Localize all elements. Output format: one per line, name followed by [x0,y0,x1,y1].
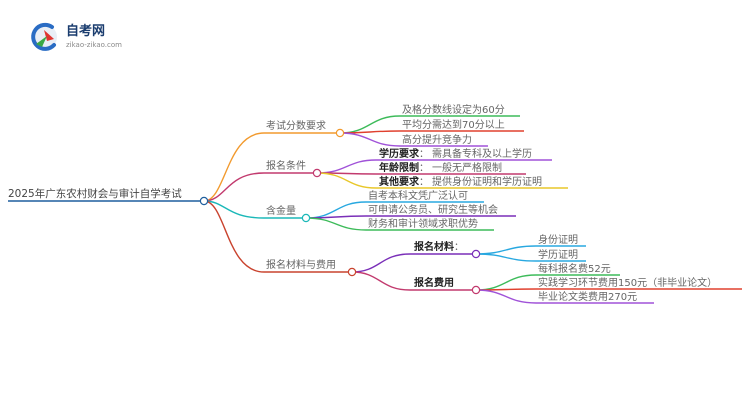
edge-materials-fees [351,271,411,291]
edge-fees-thesis [475,289,537,304]
score-item-high-score: 高分提升竞争力 [402,133,472,146]
fees-item-thesis: 毕业论文类费用270元 [538,290,637,303]
edge-score-3 [339,132,401,147]
condition-other: 其他要求：提供身份证明和学历证明 [379,175,542,188]
edge-fees-per-subject [475,274,537,291]
fees-item-practice: 实践学习环节费用150元（非毕业论文） [538,276,717,289]
condition-education: 学历要求：需具备专科及以上学历 [379,147,532,160]
materials-fees-label: 报名费用 [414,276,454,289]
branch-value-knot[interactable] [301,213,311,223]
docs-item-id: 身份证明 [538,233,578,246]
score-item-average: 平均分需达到70分以上 [402,119,505,131]
root-topic-label: 2025年广东农村财会与审计自学考试 [8,187,182,200]
docs-item-education: 学历证明 [538,248,578,261]
materials-docs-knot[interactable] [471,249,481,259]
logo-url: zikao-zikao.com [66,41,122,49]
branch-value: 含金量 自考本科文凭广泛认可 可申请公务员、研究生等机会 财务和审计领域求职优势 [264,189,516,231]
branch-materials-label: 报名材料与费用 [266,258,336,271]
branch-conditions-label: 报名条件 [266,159,306,172]
branch-value-label: 含金量 [266,204,296,217]
logo-title: 自考网 [66,23,105,39]
branch-score-knot[interactable] [335,128,345,138]
logo-icon [31,22,57,51]
branch-score-label: 考试分数要求 [266,119,326,132]
edge-root-branch-value [203,200,265,219]
materials-fees-knot[interactable] [471,285,481,295]
value-item-recognized: 自考本科文凭广泛认可 [368,189,468,202]
edge-conditions-3 [316,172,377,189]
branch-materials: 报名材料与费用 报名材料： 身份证明 学历证明 报名费用 每科报名费52元 实践… [264,233,742,304]
fees-item-per-subject: 每科报名费52元 [538,262,611,275]
edge-root-branch-materials [203,200,265,273]
value-item-opportunities: 可申请公务员、研究生等机会 [368,203,498,216]
edge-docs-id [475,245,537,255]
value-item-career: 财务和审计领域求职优势 [368,217,478,230]
edge-docs-education [475,253,537,262]
score-item-pass-line: 及格分数线设定为60分 [402,103,505,116]
edge-conditions-1 [316,159,377,174]
logo[interactable]: 自考网 zikao-zikao.com [31,22,122,51]
root-knot[interactable] [199,196,209,206]
branch-conditions-knot[interactable] [312,168,322,178]
edge-root-branch-conditions [203,172,265,202]
branch-score: 考试分数要求 及格分数线设定为60分 平均分需达到70分以上 高分提升竞争力 [264,103,524,147]
edge-value-3 [305,217,367,231]
edge-materials-docs [351,253,411,273]
condition-age: 年龄限制：一般无严格限制 [379,161,502,174]
materials-docs-label: 报名材料： [414,240,464,253]
edge-root-branch-score [203,132,265,202]
branch-conditions: 报名条件 学历要求：需具备专科及以上学历 年龄限制：一般无严格限制 其他要求：提… [264,147,568,189]
branch-materials-knot[interactable] [347,267,357,277]
